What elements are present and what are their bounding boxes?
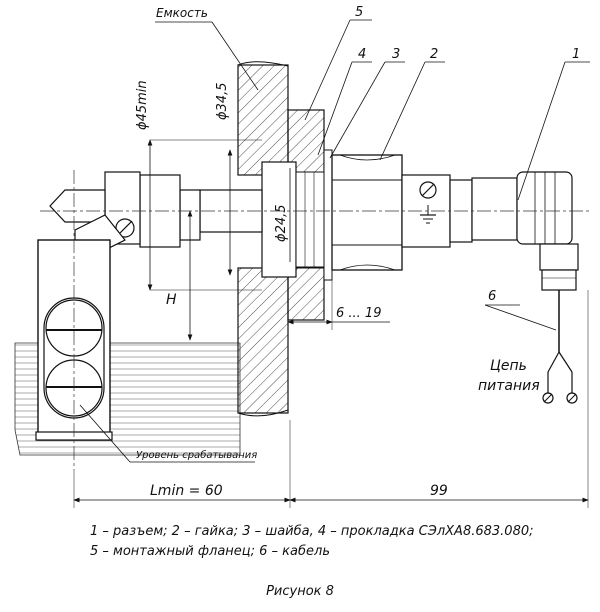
dim-d24: ϕ24,5 xyxy=(274,204,289,242)
connector xyxy=(471,171,579,291)
technical-drawing: Емкость Уровень срабатывания Цепь питани… xyxy=(14,5,590,508)
dim-99: 99 xyxy=(430,483,448,499)
dim-range: 6 ... 19 xyxy=(336,306,381,321)
callout-6: 6 xyxy=(488,289,496,304)
leader-lines xyxy=(79,19,590,463)
dim-d45: ϕ45min xyxy=(135,80,150,130)
gasket xyxy=(323,149,333,281)
sensor-body xyxy=(261,154,473,278)
legend-line-2: 5 – монтажный фланец; 6 – кабель xyxy=(90,544,330,559)
tank-wall xyxy=(237,61,289,417)
dim-d34: ϕ34,5 xyxy=(215,82,230,120)
label-container: Емкость xyxy=(156,6,208,20)
callout-2: 2 xyxy=(430,47,438,62)
dim-lmin: Lmin = 60 xyxy=(150,483,223,499)
label-circuit-1: Цепь xyxy=(490,358,527,374)
dim-h: H xyxy=(166,292,177,308)
callout-3: 3 xyxy=(392,47,400,62)
figure-caption: Рисунок 8 xyxy=(266,584,334,599)
dimension-lines xyxy=(73,139,589,508)
label-trigger-level: Уровень срабатывания xyxy=(136,449,257,461)
label-circuit-2: питания xyxy=(478,378,540,394)
centerlines xyxy=(40,170,590,470)
callout-1: 1 xyxy=(572,47,580,62)
cable xyxy=(542,290,578,404)
callout-4: 4 xyxy=(358,47,366,62)
callout-5: 5 xyxy=(355,5,363,20)
legend-line-1: 1 – разъем; 2 – гайка; 3 – шайба, 4 – пр… xyxy=(90,524,534,539)
